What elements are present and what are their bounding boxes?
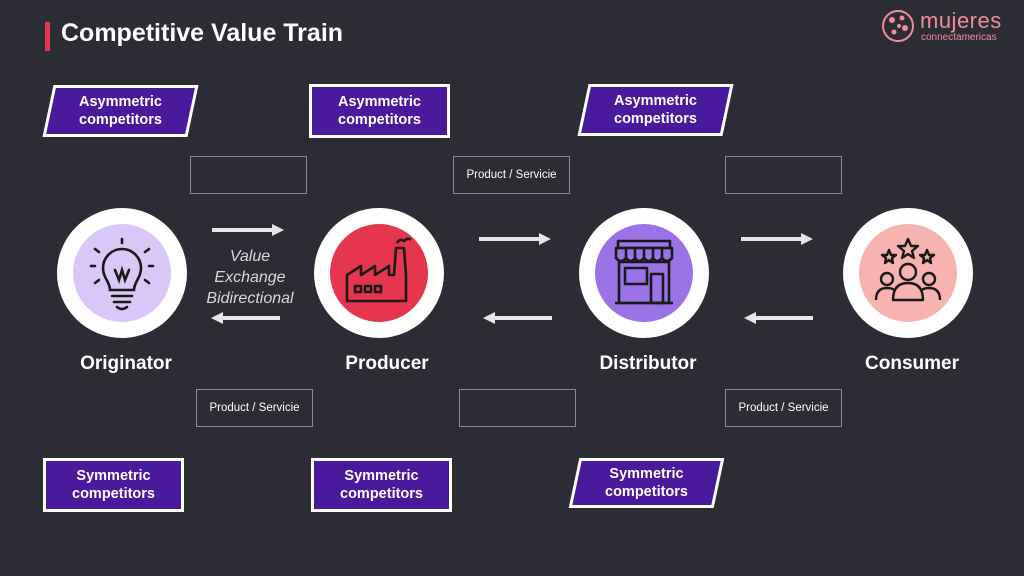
logo-name: mujeres xyxy=(920,8,1002,33)
product-box-top-1 xyxy=(190,156,307,194)
factory-icon xyxy=(345,237,412,303)
symmetric-competitors-3: Symmetric competitors xyxy=(568,458,725,508)
arrow-right-icon xyxy=(479,233,551,245)
producer-label: Producer xyxy=(345,353,429,374)
consumer-label: Consumer xyxy=(865,353,959,374)
asymmetric-competitors-3: Asymmetric competitors xyxy=(577,84,734,136)
symmetric-competitors-2: Symmetric competitors xyxy=(311,458,452,512)
logo: mujeres connectamericas xyxy=(880,8,1015,48)
page-title: Competitive Value Train xyxy=(61,19,344,47)
logo-mark-icon xyxy=(882,10,914,42)
lightbulb-icon xyxy=(89,237,155,311)
logo-subtitle: connectamericas xyxy=(921,32,997,43)
team-stars-icon xyxy=(874,237,942,302)
asymmetric-competitors-2: Asymmetric competitors xyxy=(309,84,450,138)
producer-node xyxy=(314,208,444,338)
arrow-left-icon xyxy=(744,312,813,324)
product-box-bottom-2 xyxy=(459,389,576,427)
originator-label: Originator xyxy=(80,353,172,374)
consumer-node xyxy=(843,208,973,338)
arrow-right-icon xyxy=(741,233,813,245)
title-accent-bar xyxy=(45,22,50,51)
product-box-bottom-1: Product / Servicie xyxy=(196,389,313,427)
originator-node xyxy=(57,208,187,338)
store-icon xyxy=(614,239,674,305)
symmetric-competitors-1: Symmetric competitors xyxy=(43,458,184,512)
asymmetric-competitors-1: Asymmetric competitors xyxy=(42,85,199,137)
distributor-label: Distributor xyxy=(599,353,697,374)
distributor-node xyxy=(579,208,709,338)
arrow-right-icon xyxy=(212,224,284,236)
product-box-top-2: Product / Servicie xyxy=(453,156,570,194)
arrow-left-icon xyxy=(483,312,552,324)
arrow-left-icon xyxy=(211,312,280,324)
product-box-top-3 xyxy=(725,156,842,194)
value-exchange-text: Value Exchange Bidirectional xyxy=(206,248,294,307)
product-box-bottom-3: Product / Servicie xyxy=(725,389,842,427)
